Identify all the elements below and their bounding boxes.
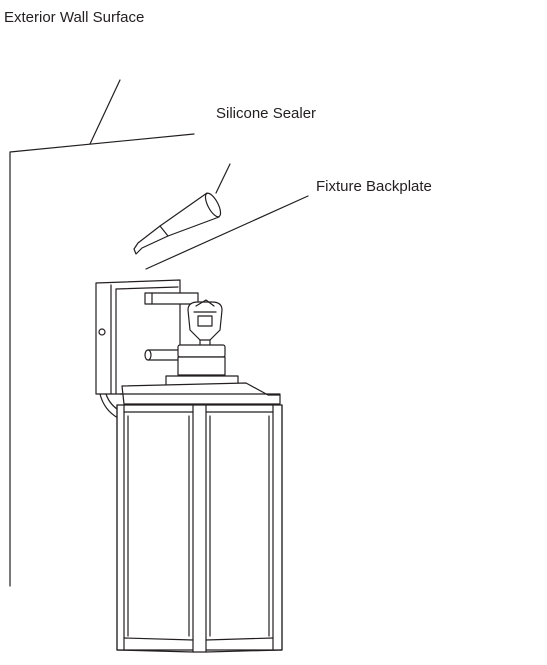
fixture-backplate — [95, 279, 181, 419]
lantern-body — [116, 404, 283, 653]
leader-backplate — [145, 195, 309, 270]
exterior-wall — [9, 133, 195, 587]
silicone-sealer-tube — [133, 192, 222, 255]
leader-wall — [89, 79, 121, 145]
upper-arm — [144, 292, 199, 305]
lantern-roof — [119, 382, 281, 405]
leader-sealer — [215, 163, 231, 194]
hanging-hook — [187, 299, 223, 347]
lower-arm — [144, 349, 181, 361]
label-exterior-wall-surface: Exterior Wall Surface — [4, 9, 145, 26]
label-silicone-sealer: Silicone Sealer — [216, 105, 317, 122]
label-fixture-backplate: Fixture Backplate — [316, 178, 432, 195]
